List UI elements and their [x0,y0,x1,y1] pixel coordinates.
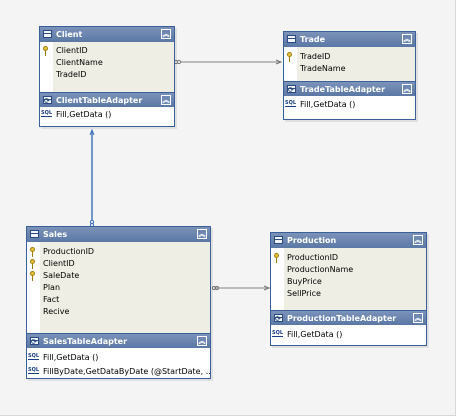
table-header[interactable]: Trade ︽ [284,32,415,47]
table-adapter-icon [287,83,296,98]
primary-key-icon [274,253,280,263]
field-row[interactable]: Fact [43,295,60,304]
field-row[interactable]: ProductionID [27,246,210,258]
field-row[interactable]: TradeID [56,70,87,79]
table-adapter-icon [30,335,39,350]
relation-client-sales[interactable] [89,128,95,228]
table-icon [287,35,296,43]
sql-method-icon: SQL [28,353,40,360]
relation-production-sales[interactable] [211,285,271,291]
collapse-icon[interactable]: ︽ [402,34,412,44]
table-icon [30,230,39,238]
primary-key-icon [30,247,36,257]
table-production[interactable]: Production ︽ ProductionID ProductionName… [270,232,427,346]
sql-method-icon: SQL [41,110,53,117]
field-row[interactable]: TradeID [284,51,415,63]
adapter-title: ProductionTableAdapter [287,314,397,323]
field-list: TradeID TradeName [284,47,415,81]
adapter-title: TradeTableAdapter [300,85,386,94]
field-row[interactable]: ClientName [56,58,103,67]
sql-method-icon: SQL [285,100,297,107]
field-row[interactable]: Recive [43,307,70,316]
primary-key-icon [287,52,293,62]
field-row[interactable]: SellPrice [287,289,321,298]
table-header[interactable]: Sales ︽ [27,227,210,242]
table-title: Production [287,236,337,245]
table-icon [274,236,283,244]
table-title: Trade [300,35,326,44]
field-row[interactable]: ClientID [27,258,210,270]
sql-method-icon: SQL [28,367,40,374]
table-title: Client [56,30,83,39]
collapse-icon[interactable]: ︽ [197,336,207,346]
table-sales[interactable]: Sales ︽ ProductionID ClientID SaleDate P… [26,226,211,379]
field-row[interactable]: ClientID [40,45,174,57]
adapter-title: SalesTableAdapter [43,337,128,346]
collapse-icon[interactable]: ︽ [413,313,423,323]
adapter-header[interactable]: TradeTableAdapter ︽ [284,81,415,98]
field-row[interactable]: BuyPrice [287,277,322,286]
adapter-title: ClientTableAdapter [56,96,143,105]
collapse-icon[interactable]: ︽ [197,229,207,239]
primary-key-icon [43,46,49,56]
field-row[interactable]: Plan [43,283,61,292]
table-title: Sales [43,230,68,239]
table-icon [43,30,52,38]
collapse-icon[interactable]: ︽ [161,95,171,105]
table-header[interactable]: Production ︽ [271,233,426,248]
table-adapter-icon [43,94,52,109]
primary-key-icon [30,259,36,269]
relation-client-trade[interactable] [173,59,283,65]
field-list: ClientID ClientName TradeID [40,42,174,92]
field-row[interactable]: TradeName [300,64,346,73]
field-row[interactable]: SaleDate [27,270,210,282]
sql-method-icon: SQL [272,330,284,337]
table-adapter-icon [274,312,283,327]
adapter-header[interactable]: ClientTableAdapter ︽ [40,92,174,109]
collapse-icon[interactable]: ︽ [402,84,412,94]
adapter-header[interactable]: SalesTableAdapter ︽ [27,333,210,350]
field-list: ProductionID ClientID SaleDate Plan Fact… [27,242,210,333]
adapter-header[interactable]: ProductionTableAdapter ︽ [271,310,426,327]
field-list: ProductionID ProductionName BuyPrice Sel… [271,248,426,310]
field-row[interactable]: ProductionName [287,265,354,274]
table-trade[interactable]: Trade ︽ TradeID TradeName TradeTableAdap… [283,31,416,120]
collapse-icon[interactable]: ︽ [161,29,171,39]
field-row[interactable]: ProductionID [271,252,426,264]
collapse-icon[interactable]: ︽ [413,235,423,245]
primary-key-icon [30,271,36,281]
table-client[interactable]: Client ︽ ClientID ClientName TradeID Cli… [39,26,175,127]
table-header[interactable]: Client ︽ [40,27,174,42]
